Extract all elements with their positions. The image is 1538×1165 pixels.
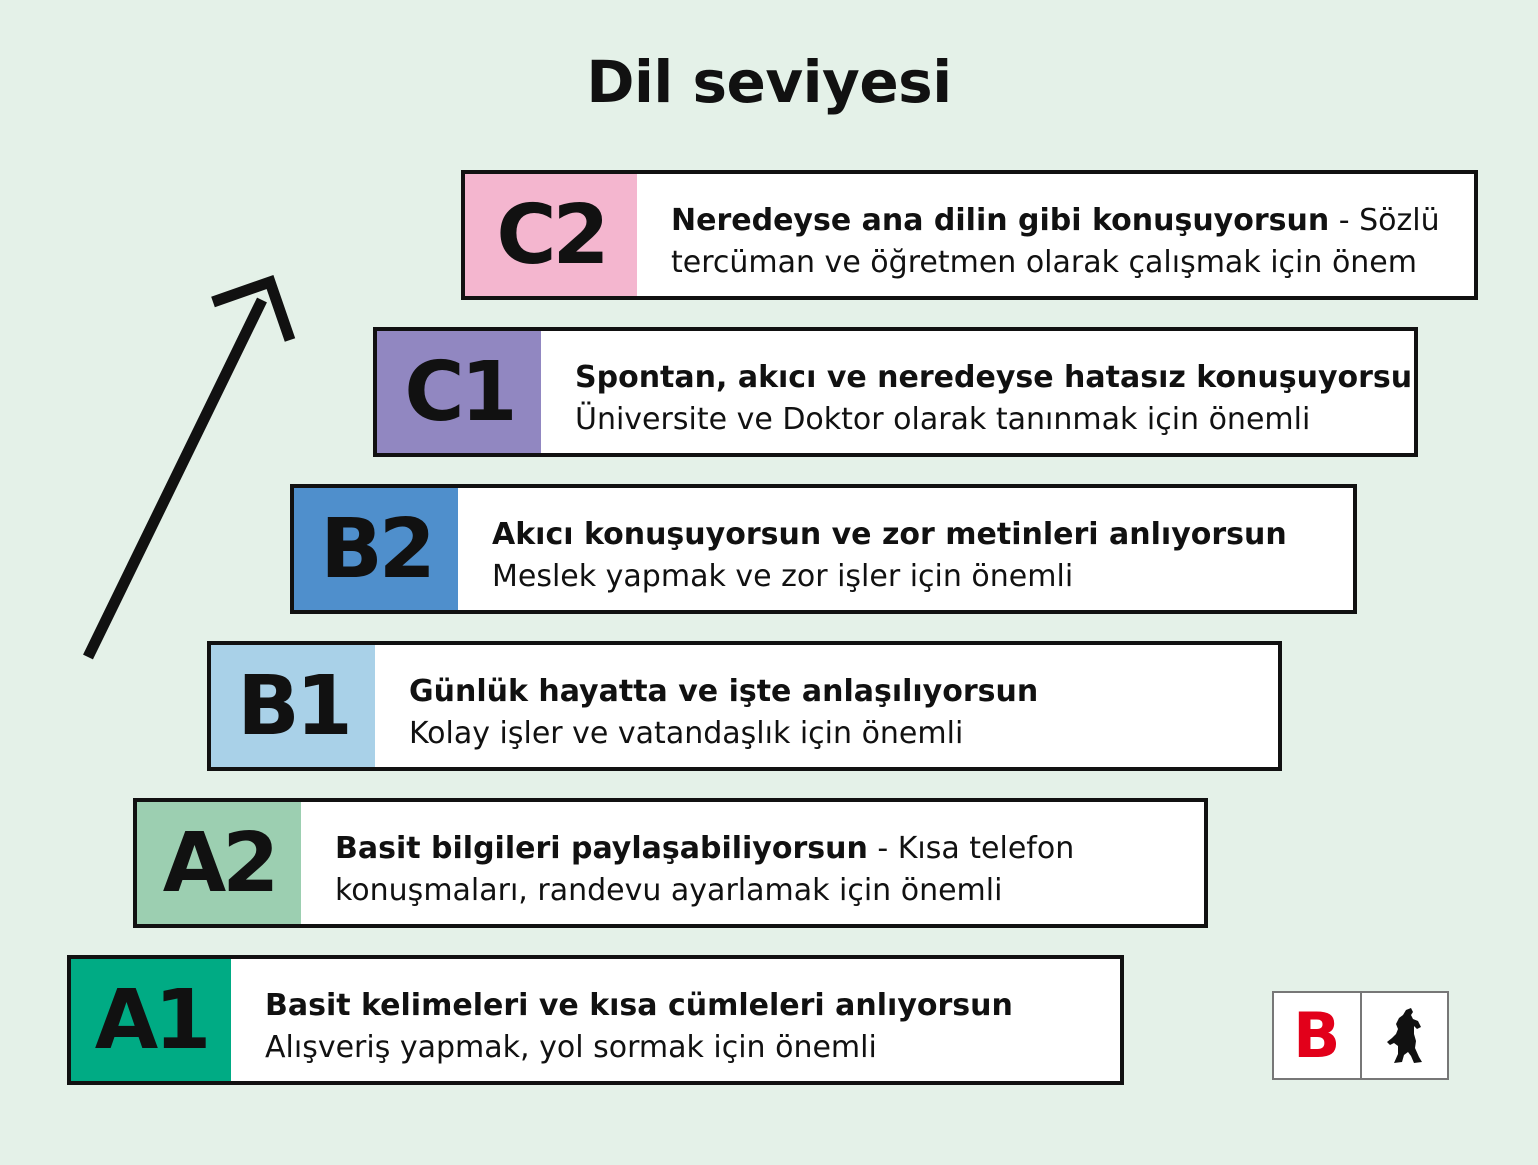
- level-subtext-a2: konuşmaları, randevu ayarlamak için önem…: [335, 873, 1003, 908]
- logo-letter: B: [1274, 993, 1362, 1078]
- level-subtext-b2: Meslek yapmak ve zor işler için önemli: [492, 559, 1074, 594]
- level-code-a1: A1: [71, 959, 231, 1081]
- level-a1: A1 Basit kelimeleri ve kısa cümleleri an…: [67, 955, 1124, 1085]
- level-description-a2: Basit bilgileri paylaşabiliyorsun - Kısa…: [301, 802, 1098, 924]
- level-code-b2: B2: [294, 488, 458, 610]
- level-heading-a2: Basit bilgileri paylaşabiliyorsun: [335, 831, 868, 866]
- level-subtext-a1: Alışveriş yapmak, yol sormak için önemli: [265, 1030, 877, 1065]
- level-code-b1: B1: [211, 645, 375, 767]
- level-heading-c2: Neredeyse ana dilin gibi konuşuyorsun: [671, 203, 1330, 238]
- level-inline-c2: - Sözlü: [1329, 203, 1440, 238]
- level-description-c2: Neredeyse ana dilin gibi konuşuyorsun - …: [637, 174, 1464, 296]
- level-description-c1: Spontan, akıcı ve neredeyse hatasız konu…: [541, 331, 1414, 453]
- level-c2: C2 Neredeyse ana dilin gibi konuşuyorsun…: [461, 170, 1478, 300]
- level-code-a2: A2: [137, 802, 301, 924]
- level-inline-a2: - Kısa telefon: [867, 831, 1075, 866]
- level-a2: A2 Basit bilgileri paylaşabiliyorsun - K…: [133, 798, 1208, 928]
- level-heading-b2: Akıcı konuşuyorsun ve zor metinleri anlı…: [492, 517, 1287, 552]
- level-description-b2: Akıcı konuşuyorsun ve zor metinleri anlı…: [458, 488, 1311, 610]
- level-c1: C1 Spontan, akıcı ve neredeyse hatasız k…: [373, 327, 1418, 457]
- level-subtext-c1: Üniversite ve Doktor olarak tanınmak içi…: [575, 402, 1311, 437]
- level-heading-c1: Spontan, akıcı ve neredeyse hatasız konu…: [575, 360, 1414, 395]
- level-description-b1: Günlük hayatta ve işte anlaşılıyorsun Ko…: [375, 645, 1062, 767]
- level-code-c2: C2: [465, 174, 637, 296]
- level-b2: B2 Akıcı konuşuyorsun ve zor metinleri a…: [290, 484, 1357, 614]
- page-title: Dil seviyesi: [586, 48, 952, 116]
- level-heading-b1: Günlük hayatta ve işte anlaşılıyorsun: [409, 674, 1039, 709]
- level-heading-a1: Basit kelimeleri ve kısa cümleleri anlıy…: [265, 988, 1013, 1023]
- level-description-a1: Basit kelimeleri ve kısa cümleleri anlıy…: [231, 959, 1037, 1081]
- level-code-c1: C1: [377, 331, 541, 453]
- berlin-logo: B: [1272, 991, 1449, 1080]
- berlin-bear-icon: [1362, 993, 1448, 1078]
- level-subtext-c2: tercüman ve öğretmen olarak çalışmak içi…: [671, 245, 1417, 280]
- level-subtext-b1: Kolay işler ve vatandaşlık için önemli: [409, 716, 964, 751]
- level-b1: B1 Günlük hayatta ve işte anlaşılıyorsun…: [207, 641, 1282, 771]
